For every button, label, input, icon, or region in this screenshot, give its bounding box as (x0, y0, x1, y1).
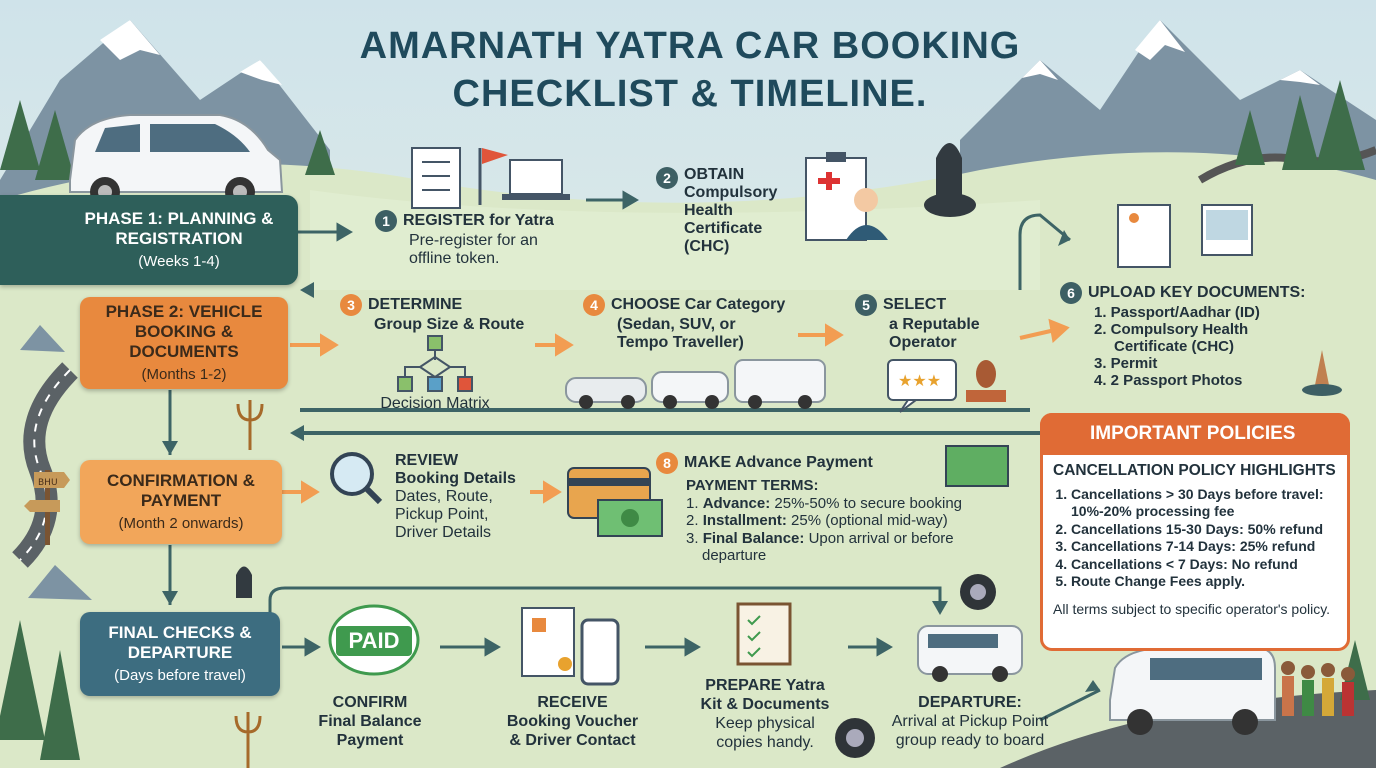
mini-mountain (28, 565, 92, 600)
final-phase-label: FINAL CHECKS & DEPARTURE (Days before tr… (80, 612, 280, 696)
phase-2-label: PHASE 2: VEHICLE BOOKING & DOCUMENTS (Mo… (80, 297, 288, 389)
phase-1-label: PHASE 1: PLANNING & REGISTRATION (Weeks … (0, 195, 298, 285)
documents-scanner-illustration (1117, 204, 1342, 396)
step-health-certificate: 2 OBTAIN Compulsory Health Certificate (… (656, 166, 796, 256)
voucher-and-phone (521, 607, 620, 686)
confirm-final-payment: CONFIRM Final Balance Payment (318, 694, 422, 749)
policy-item: Cancellations > 30 Days before travel: 1… (1071, 486, 1345, 521)
paid-stamp-text: PAID (348, 628, 400, 653)
signpost: BHU (24, 470, 70, 545)
confirmation-phase-label: CONFIRMATION & PAYMENT (Month 2 onwards) (80, 460, 282, 544)
departure-van (917, 625, 1023, 682)
cancellation-list: Cancellations > 30 Days before travel: 1… (1053, 486, 1345, 591)
kit-clipboard (736, 602, 792, 666)
checklist-flag-laptop (411, 147, 570, 209)
trident-decorations (234, 400, 264, 768)
tyres (835, 574, 996, 758)
paid-stamp (328, 604, 420, 676)
step-review-booking: REVIEW Booking Details Dates, Route, Pic… (395, 452, 516, 541)
svg-text:BHU: BHU (38, 478, 58, 488)
policy-item: Cancellations 15-30 Days: 50% refund (1071, 521, 1345, 539)
vehicle-category-cars (565, 359, 826, 409)
svg-text:★★★: ★★★ (898, 371, 941, 390)
health-certificate-illustration (805, 143, 976, 241)
receive-voucher: RECEIVE Booking Voucher & Driver Contact (506, 694, 639, 749)
card-and-cash (567, 445, 1009, 537)
policy-item: Route Change Fees apply. (1071, 573, 1345, 591)
policy-item: Cancellations < 7 Days: No refund (1071, 556, 1345, 574)
policy-item: Cancellations 7-14 Days: 25% refund (1071, 538, 1345, 556)
magnifier-illustration (330, 452, 383, 505)
policies-subheader: CANCELLATION POLICY HIGHLIGHTS (1053, 462, 1336, 479)
tempo-traveller-van (1109, 647, 1355, 735)
policy-note: All terms subject to specific operator's… (1053, 600, 1331, 617)
decision-matrix-diagram (397, 335, 473, 392)
important-policies-panel: IMPORTANT POLICIES CANCELLATION POLICY H… (1040, 413, 1350, 651)
policies-header: IMPORTANT POLICIES (1040, 413, 1350, 455)
departure-step: DEPARTURE: Arrival at Pickup Point group… (891, 694, 1049, 749)
page-title: AMARNATH YATRA CAR BOOKING CHECKLIST & T… (359, 25, 1021, 115)
mini-mountain (20, 325, 65, 352)
prepare-kit: PREPARE Yatra Kit & Documents Keep physi… (700, 677, 830, 751)
decision-matrix-caption: Decision Matrix (380, 395, 490, 412)
reviews-and-stamp: ★★★ (887, 359, 1006, 413)
